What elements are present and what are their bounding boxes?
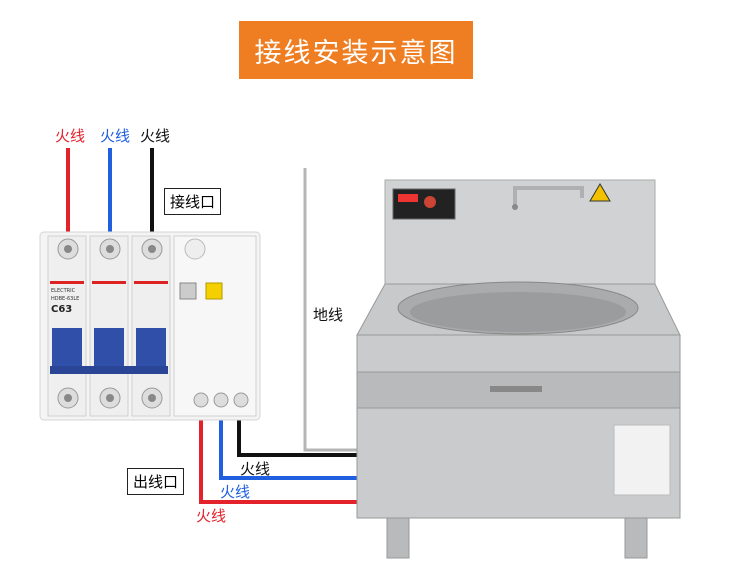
red-output-wire bbox=[199, 410, 358, 504]
red-output-wire-label: 火线 bbox=[196, 507, 227, 525]
breaker-brand: ELECTRIC bbox=[51, 288, 76, 294]
black-output-wire-label: 火线 bbox=[240, 460, 271, 478]
breaker-rating: C63 bbox=[51, 304, 72, 315]
circuit-breaker bbox=[39, 231, 261, 421]
black-input-wire-label: 火线 bbox=[140, 127, 171, 145]
ground-wire-label: 地线 bbox=[313, 306, 344, 324]
breaker-model: HDBE-63LE bbox=[51, 296, 79, 302]
black-output-wire bbox=[237, 410, 358, 457]
ground-wire bbox=[303, 168, 358, 452]
title-banner: 接线安装示意图 bbox=[239, 21, 473, 79]
page-title: 接线安装示意图 bbox=[254, 37, 458, 69]
induction-cooker bbox=[356, 179, 681, 559]
red-input-wire-label: 火线 bbox=[55, 127, 86, 145]
output-port-label: 出线口 bbox=[127, 468, 185, 495]
blue-output-wire-label: 火线 bbox=[220, 483, 251, 501]
input-port-label: 接线口 bbox=[164, 188, 222, 215]
blue-output-wire bbox=[219, 410, 358, 480]
blue-input-wire-label: 火线 bbox=[100, 127, 131, 145]
